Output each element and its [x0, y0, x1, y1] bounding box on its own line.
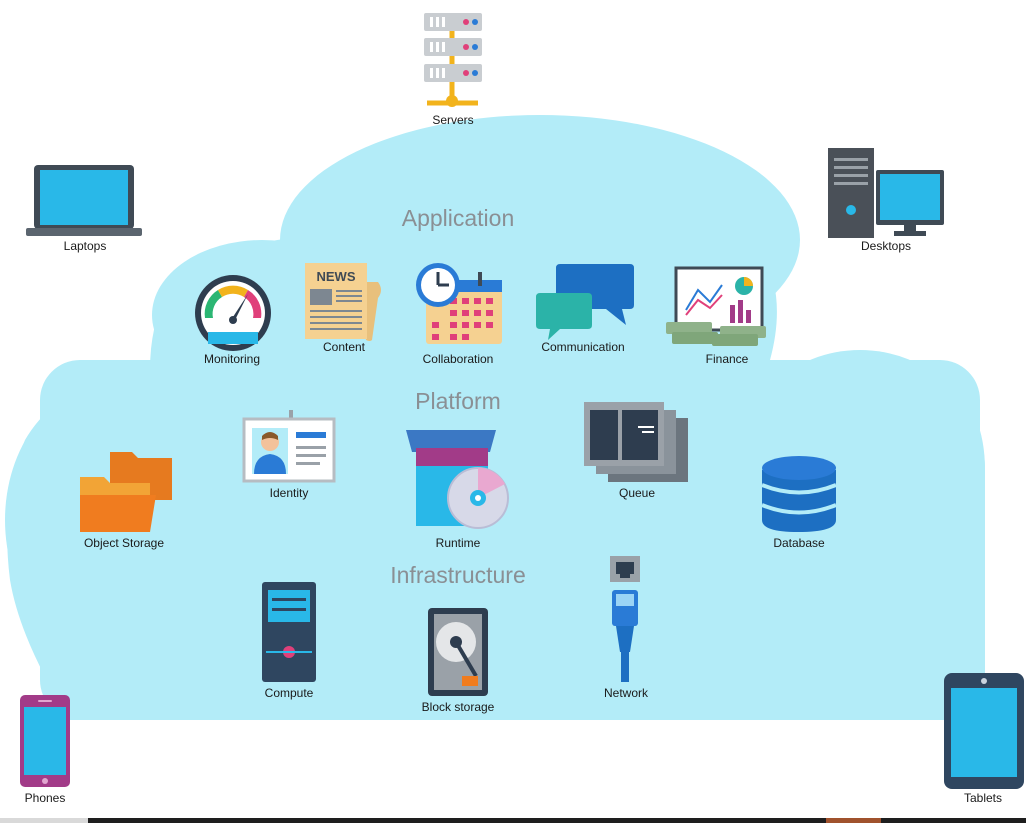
servers-icon	[424, 13, 482, 107]
calendar-clock-icon	[416, 263, 502, 344]
node-label-network: Network	[603, 686, 649, 700]
node-label-compute: Compute	[264, 686, 314, 700]
bottom-bar	[0, 818, 1026, 823]
gauge-icon	[195, 275, 271, 351]
section-title-platform: Platform	[415, 388, 501, 414]
node-label-collaboration: Collaboration	[422, 352, 494, 366]
node-label-finance: Finance	[705, 352, 749, 366]
section-title-infrastructure: Infrastructure	[390, 562, 526, 588]
window-stack-icon	[584, 402, 688, 482]
section-title-application: Application	[401, 205, 515, 231]
desktop-icon	[828, 148, 944, 238]
node-label-identity: Identity	[269, 486, 309, 500]
folders-icon	[80, 452, 172, 532]
node-label-block-storage: Block storage	[421, 700, 495, 714]
bottom-bar-accent-segment	[826, 818, 881, 823]
node-label-queue: Queue	[618, 486, 656, 500]
svg-text:NEWS: NEWS	[317, 269, 356, 284]
node-label-database: Database	[773, 536, 825, 550]
node-label-tablets: Tablets	[963, 791, 1003, 805]
box-disc-icon	[406, 430, 509, 529]
database-icon	[761, 456, 837, 532]
bottom-bar-light-segment	[0, 818, 88, 823]
node-label-desktops: Desktops	[860, 239, 912, 253]
hard-drive-icon	[428, 608, 488, 696]
phone-icon	[20, 695, 70, 787]
newspaper-icon: NEWS	[305, 263, 381, 341]
laptop-icon	[26, 165, 142, 236]
node-label-runtime: Runtime	[435, 536, 481, 550]
tablet-icon	[944, 673, 1024, 789]
node-label-communication: Communication	[541, 340, 625, 354]
network-cable-icon	[610, 556, 640, 682]
finance-chart-icon	[666, 266, 766, 346]
speech-bubbles-icon	[536, 264, 634, 340]
compute-tower-icon	[262, 582, 316, 682]
node-label-phones: Phones	[24, 791, 66, 805]
node-label-monitoring: Monitoring	[203, 352, 261, 366]
id-badge-icon	[242, 410, 336, 483]
node-label-servers: Servers	[432, 113, 474, 127]
node-label-object-storage: Object Storage	[83, 536, 165, 550]
node-label-content: Content	[322, 340, 366, 354]
node-label-laptops: Laptops	[63, 239, 107, 253]
